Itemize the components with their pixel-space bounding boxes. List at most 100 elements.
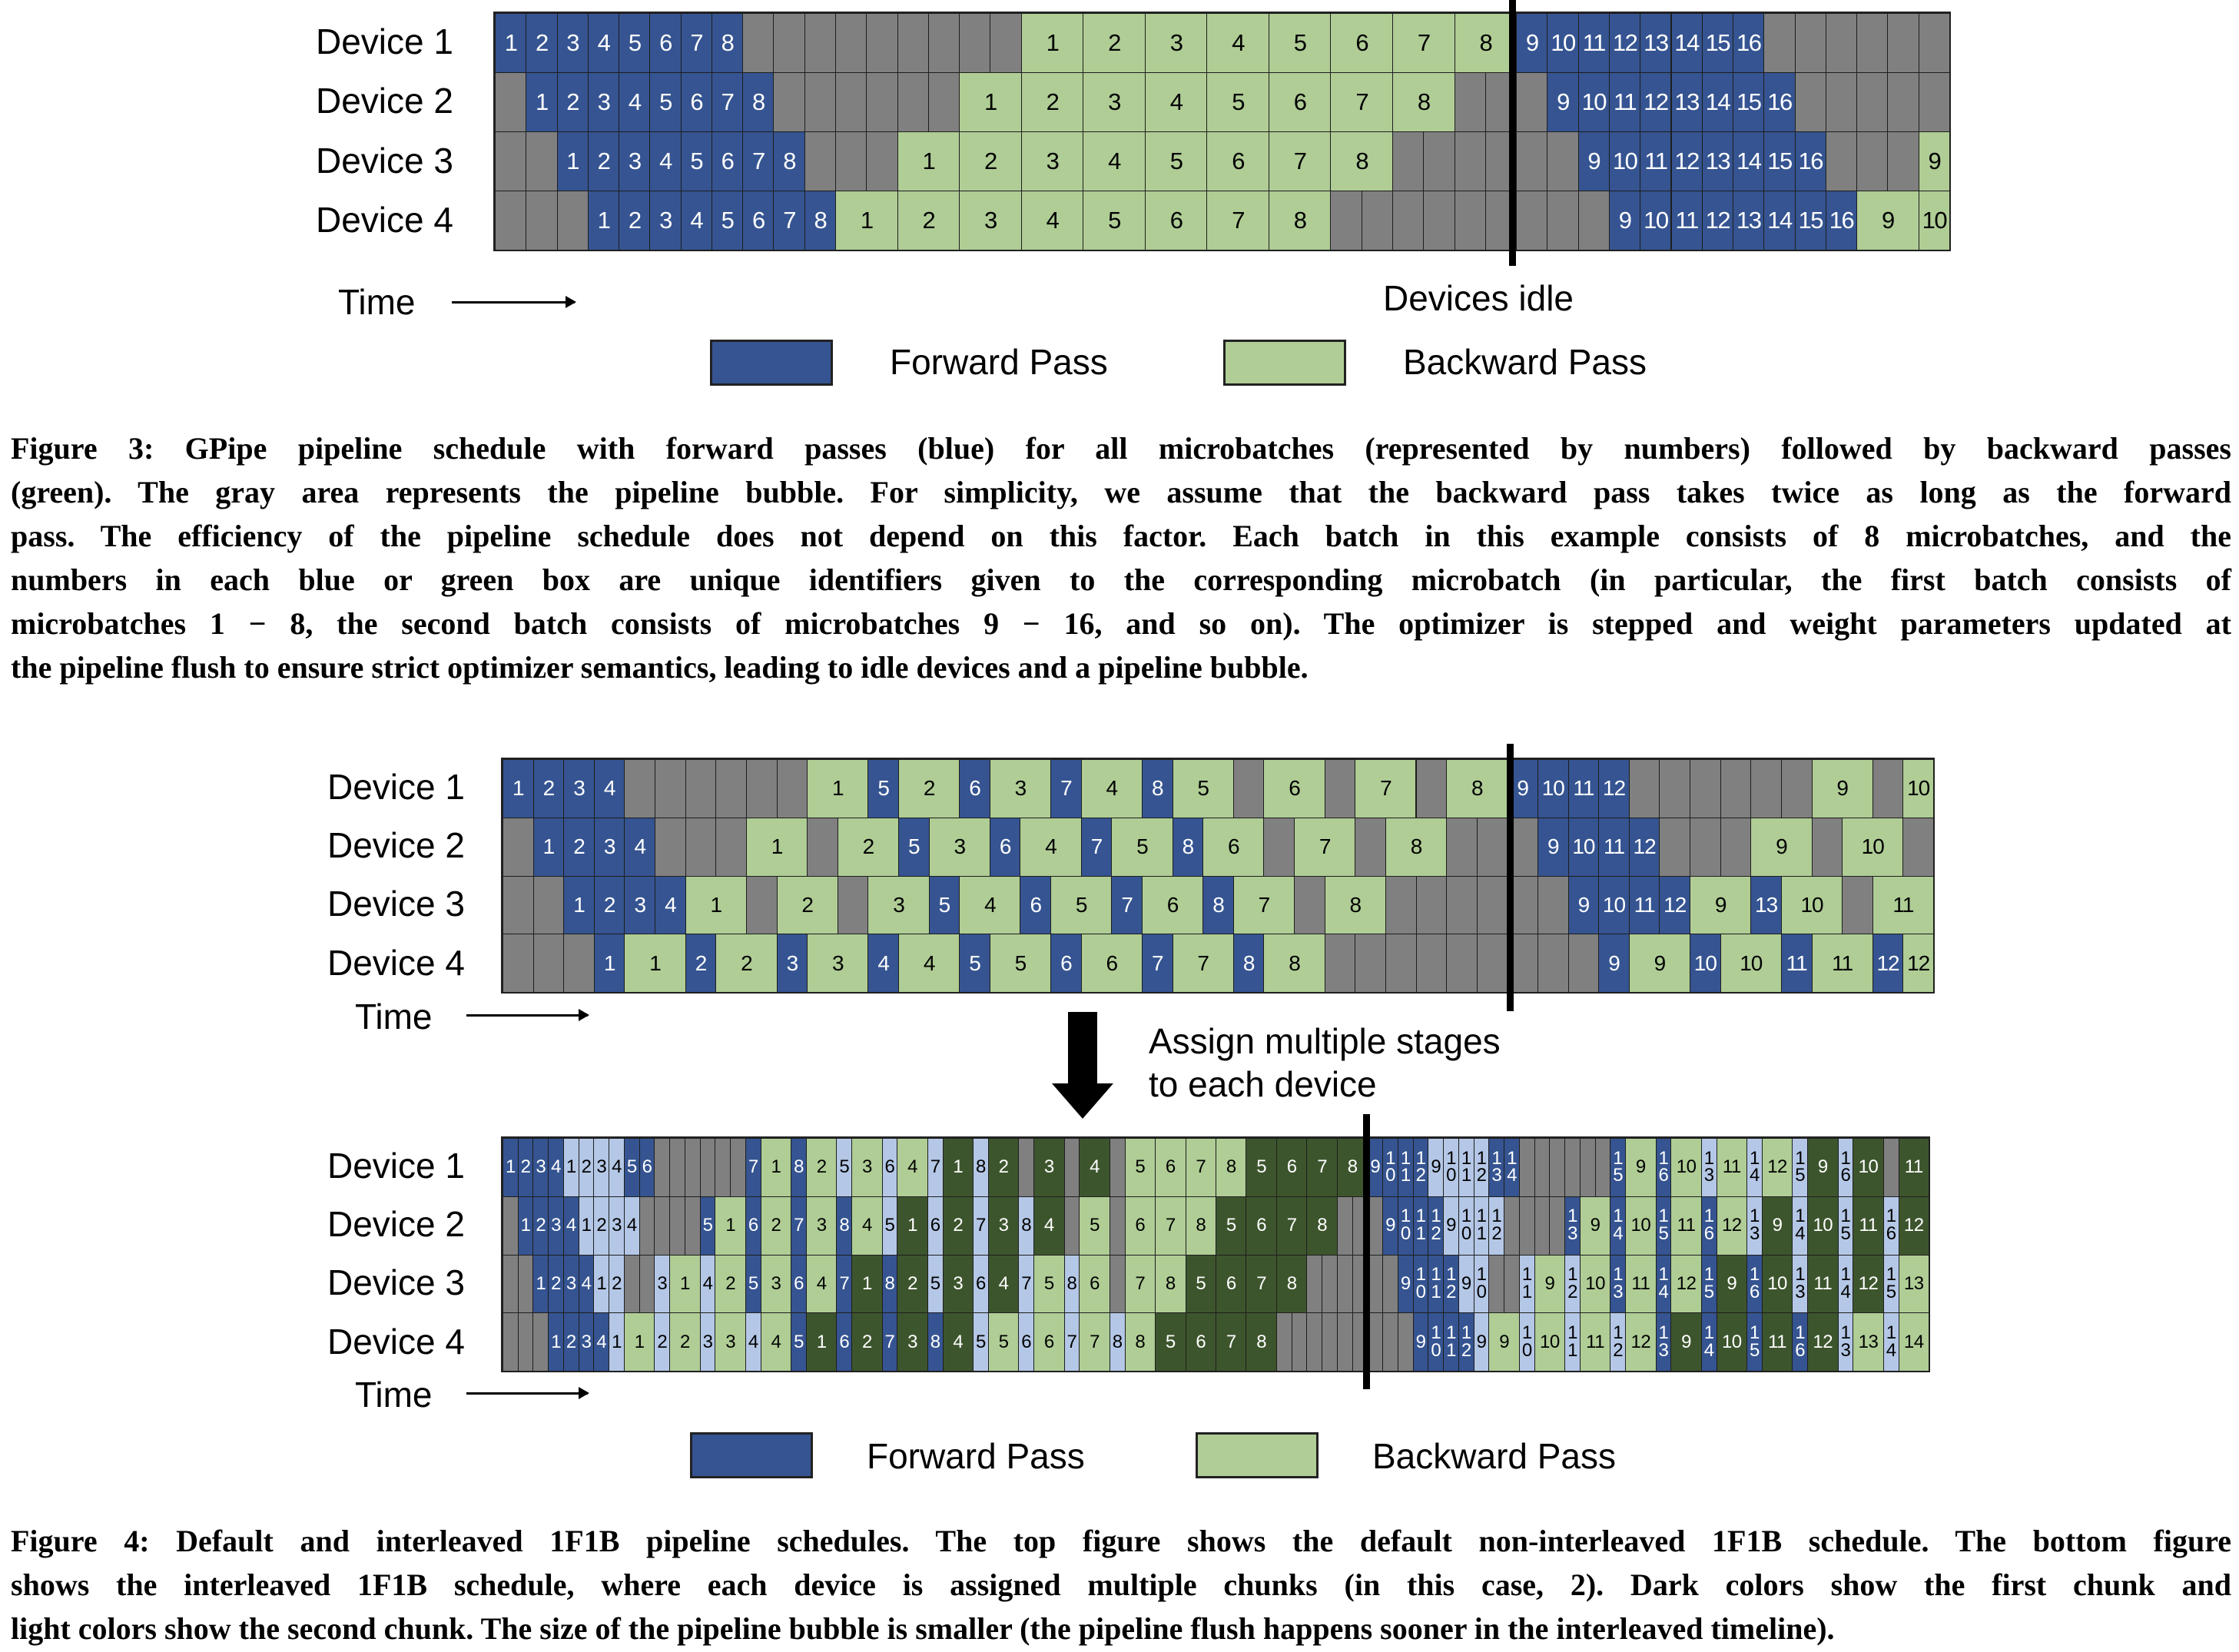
- microbatch-id: 12: [1663, 892, 1687, 917]
- idle-cell: [1547, 191, 1579, 250]
- microbatch-id: 8: [1135, 1331, 1146, 1352]
- microbatch-id: 11: [1677, 1215, 1696, 1236]
- forward-pass-cell: 12: [1608, 13, 1641, 73]
- forward-pass-cell: 5: [898, 817, 930, 877]
- time-arrow-icon: [466, 1387, 589, 1399]
- microbatch-id: 13: [1644, 29, 1669, 56]
- forward-pass-chunk2-cell: 7: [973, 1196, 989, 1256]
- microbatch-id: 1: [566, 1156, 576, 1178]
- forward-pass-cell: 5: [680, 131, 712, 191]
- forward-pass-chunk2-cell: 9: [1428, 1138, 1445, 1197]
- backward-pass-dark-cell: 7: [1246, 1254, 1277, 1314]
- forward-pass-cell: 12: [1701, 191, 1734, 250]
- backward-pass-light-cell: 5: [1033, 1254, 1065, 1314]
- forward-pass-chunk1-cell: 1: [548, 1312, 564, 1372]
- microbatch-id: 7: [1090, 834, 1103, 859]
- microbatch-id: 7: [976, 1215, 986, 1236]
- idle-cell: [1794, 13, 1826, 73]
- idle-cell: [669, 1196, 685, 1256]
- idle-cell: [495, 131, 527, 191]
- microbatch-id: 3: [573, 776, 585, 801]
- microbatch-id: 9: [1681, 1331, 1691, 1352]
- backward-pass-dark-cell: 5: [1216, 1196, 1247, 1256]
- microbatch-id: 2: [1108, 29, 1121, 56]
- backward-pass-dark-cell: 1: [851, 1254, 883, 1314]
- microbatch-id: 3: [659, 207, 672, 234]
- backward-pass-cell: 3: [989, 759, 1052, 818]
- backward-pass-dark-cell: 3: [942, 1254, 974, 1314]
- forward-pass-chunk1-cell: 1: [503, 1138, 519, 1197]
- microbatch-id: 8: [1242, 950, 1255, 975]
- idle-cell: [1659, 759, 1691, 818]
- microbatch-id: 10: [1541, 776, 1565, 801]
- idle-cell: [1306, 1312, 1323, 1372]
- idle-cell: [1549, 1138, 1566, 1197]
- idle-cell: [1322, 1254, 1338, 1314]
- microbatch-id: 5: [908, 834, 920, 859]
- microbatch-id: 4: [551, 1156, 562, 1178]
- backward-pass-cell: 4: [1144, 72, 1208, 132]
- microbatch-id: 7: [1355, 88, 1368, 115]
- backward-pass-cell: 9: [1628, 934, 1691, 993]
- backward-pass-dark-cell: 5: [1185, 1254, 1216, 1314]
- backward-pass-cell: 3: [807, 934, 869, 993]
- backward-pass-dark-cell: 4: [1079, 1138, 1110, 1197]
- backward-pass-cell: 2: [897, 191, 960, 250]
- idle-cell: [715, 817, 747, 877]
- microbatch-id: 2: [1046, 88, 1060, 115]
- microbatch-id: 10: [1540, 1331, 1560, 1352]
- microbatch-id: 5: [659, 88, 672, 115]
- microbatch-id: 6: [1030, 892, 1043, 917]
- forward-pass-chunk1-cell: 5: [623, 1138, 640, 1197]
- backward-pass-cell: 10: [1842, 817, 1904, 877]
- microbatch-id: 8: [1021, 1215, 1032, 1236]
- microbatch-id: 6: [1043, 1331, 1054, 1352]
- backward-pass-cell: 11: [1872, 875, 1934, 935]
- microbatch-id: 4: [603, 776, 616, 801]
- microbatch-id: 7: [1293, 148, 1307, 174]
- microbatch-id: 11: [1644, 148, 1668, 174]
- forward-pass-chunk1-cell: 9: [1412, 1312, 1429, 1372]
- caption-line: Figure 4: Default and interleaved 1F1B p…: [11, 1524, 2231, 1558]
- backward-pass-light-cell: 8: [1185, 1196, 1216, 1256]
- backward-pass-light-cell: 2: [805, 1138, 838, 1197]
- idle-cell: [1397, 1312, 1414, 1372]
- idle-cell: [1902, 817, 1934, 877]
- backward-pass-dark-cell: 2: [987, 1138, 1020, 1197]
- microbatch-id: 8: [1112, 1331, 1123, 1352]
- forward-pass-cell: 7: [711, 72, 744, 132]
- forward-pass-cell: 1: [495, 13, 527, 73]
- idle-cell: [1628, 759, 1660, 818]
- forward-pass-cell: 10: [1640, 191, 1672, 250]
- backward-pass-cell: 2: [1020, 72, 1084, 132]
- microbatch-id: 7: [1066, 1331, 1077, 1352]
- microbatch-id: 7: [1060, 776, 1073, 801]
- idle-cell: [897, 13, 929, 73]
- microbatch-id: 8: [1349, 892, 1362, 917]
- backward-pass-light-cell: 12: [1670, 1254, 1702, 1314]
- idle-cell: [1690, 817, 1721, 877]
- microbatch-id: 1: [573, 892, 585, 917]
- forward-pass-chunk2-cell: 3: [593, 1138, 610, 1197]
- idle-cell: [807, 817, 838, 877]
- device-label: Device 2: [316, 81, 453, 121]
- forward-pass-cell: 2: [685, 934, 717, 993]
- backward-pass-cell: 1: [1020, 13, 1084, 73]
- microbatch-id: 14: [1767, 207, 1793, 234]
- microbatch-id: 14: [1903, 1331, 1924, 1352]
- backward-pass-dark-cell: 3: [897, 1312, 928, 1372]
- forward-pass-cell: 14: [1763, 191, 1796, 250]
- microbatch-id: 14: [1674, 29, 1700, 56]
- backward-pass-cell: 3: [928, 817, 990, 877]
- device-label: Device 2: [327, 1204, 465, 1244]
